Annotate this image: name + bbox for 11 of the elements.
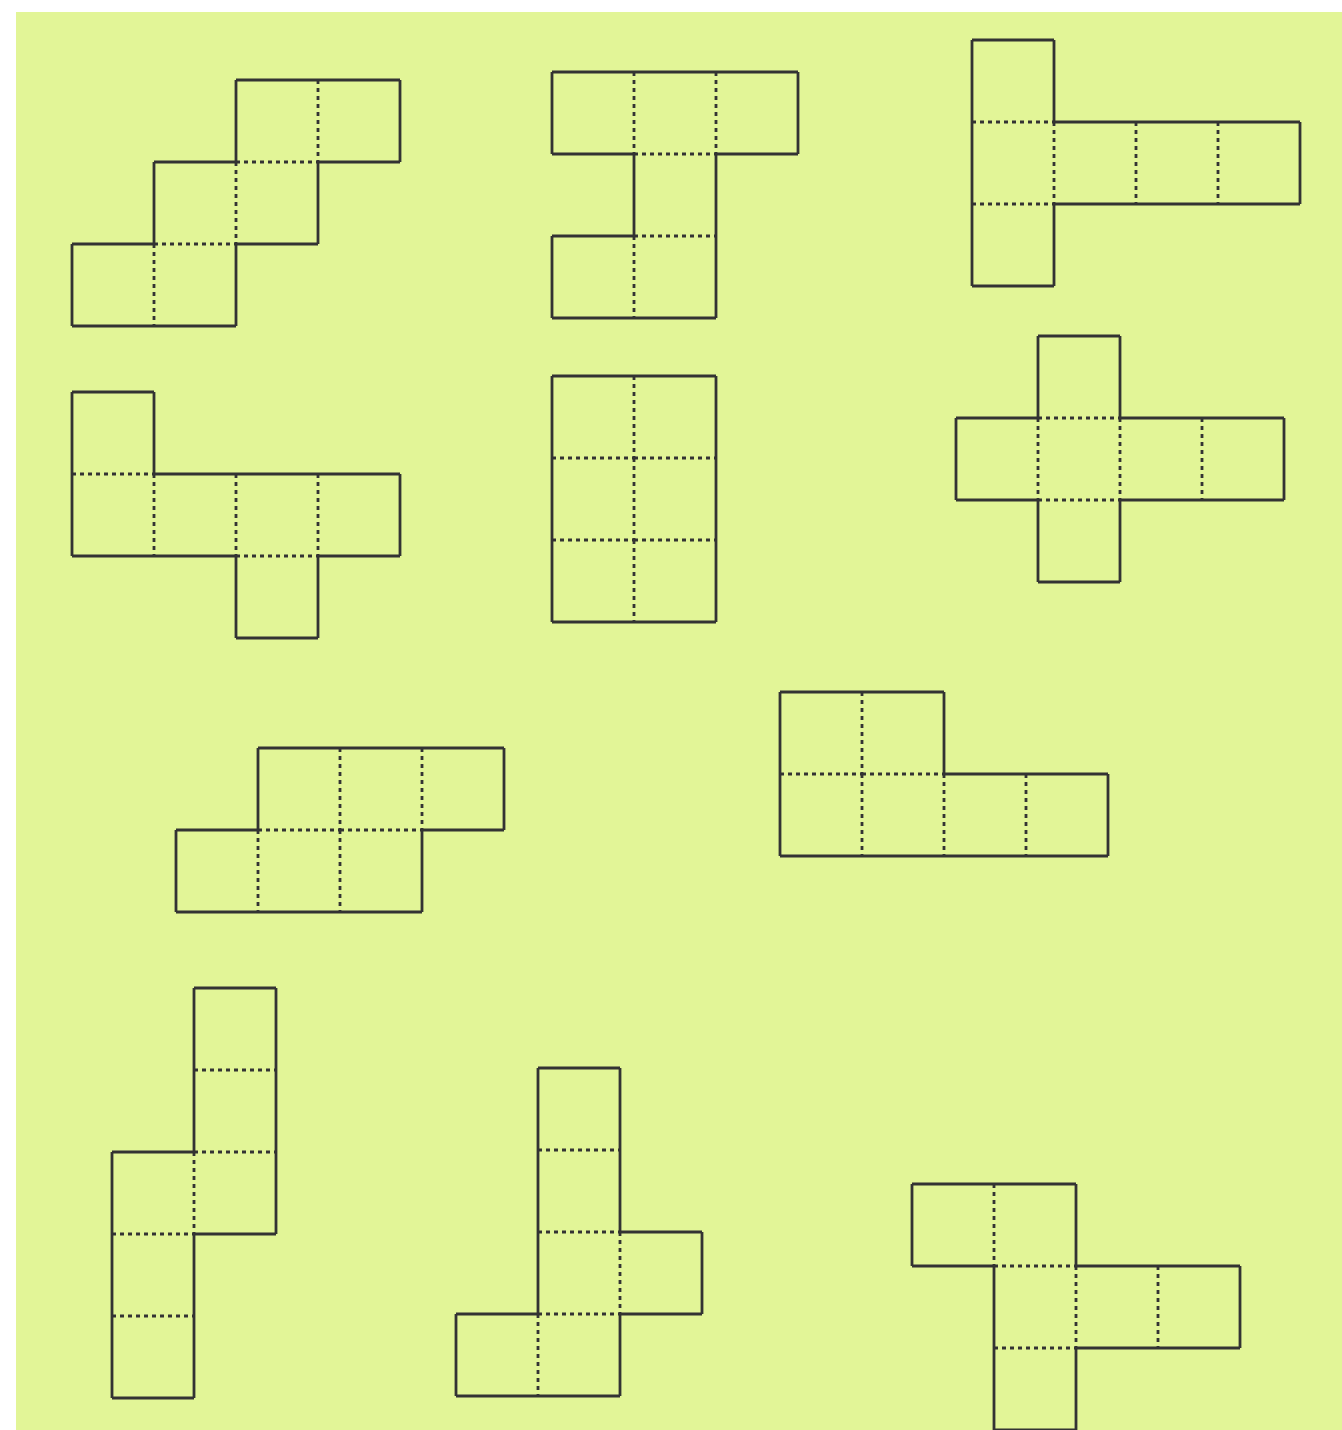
cube-net-drawing <box>72 392 400 638</box>
cube-net-drawing <box>972 40 1300 286</box>
cube-net-drawing <box>912 1184 1240 1430</box>
cube-net-drawing <box>112 988 276 1398</box>
cube-net-drawing <box>780 692 1108 856</box>
cube-net-drawing <box>456 1068 702 1396</box>
cube-net-drawing <box>176 748 504 912</box>
cube-net-drawing <box>956 336 1284 582</box>
cube-net-drawing <box>552 376 716 622</box>
cube-net-drawing <box>552 72 798 318</box>
cube-net-drawing <box>72 80 400 326</box>
